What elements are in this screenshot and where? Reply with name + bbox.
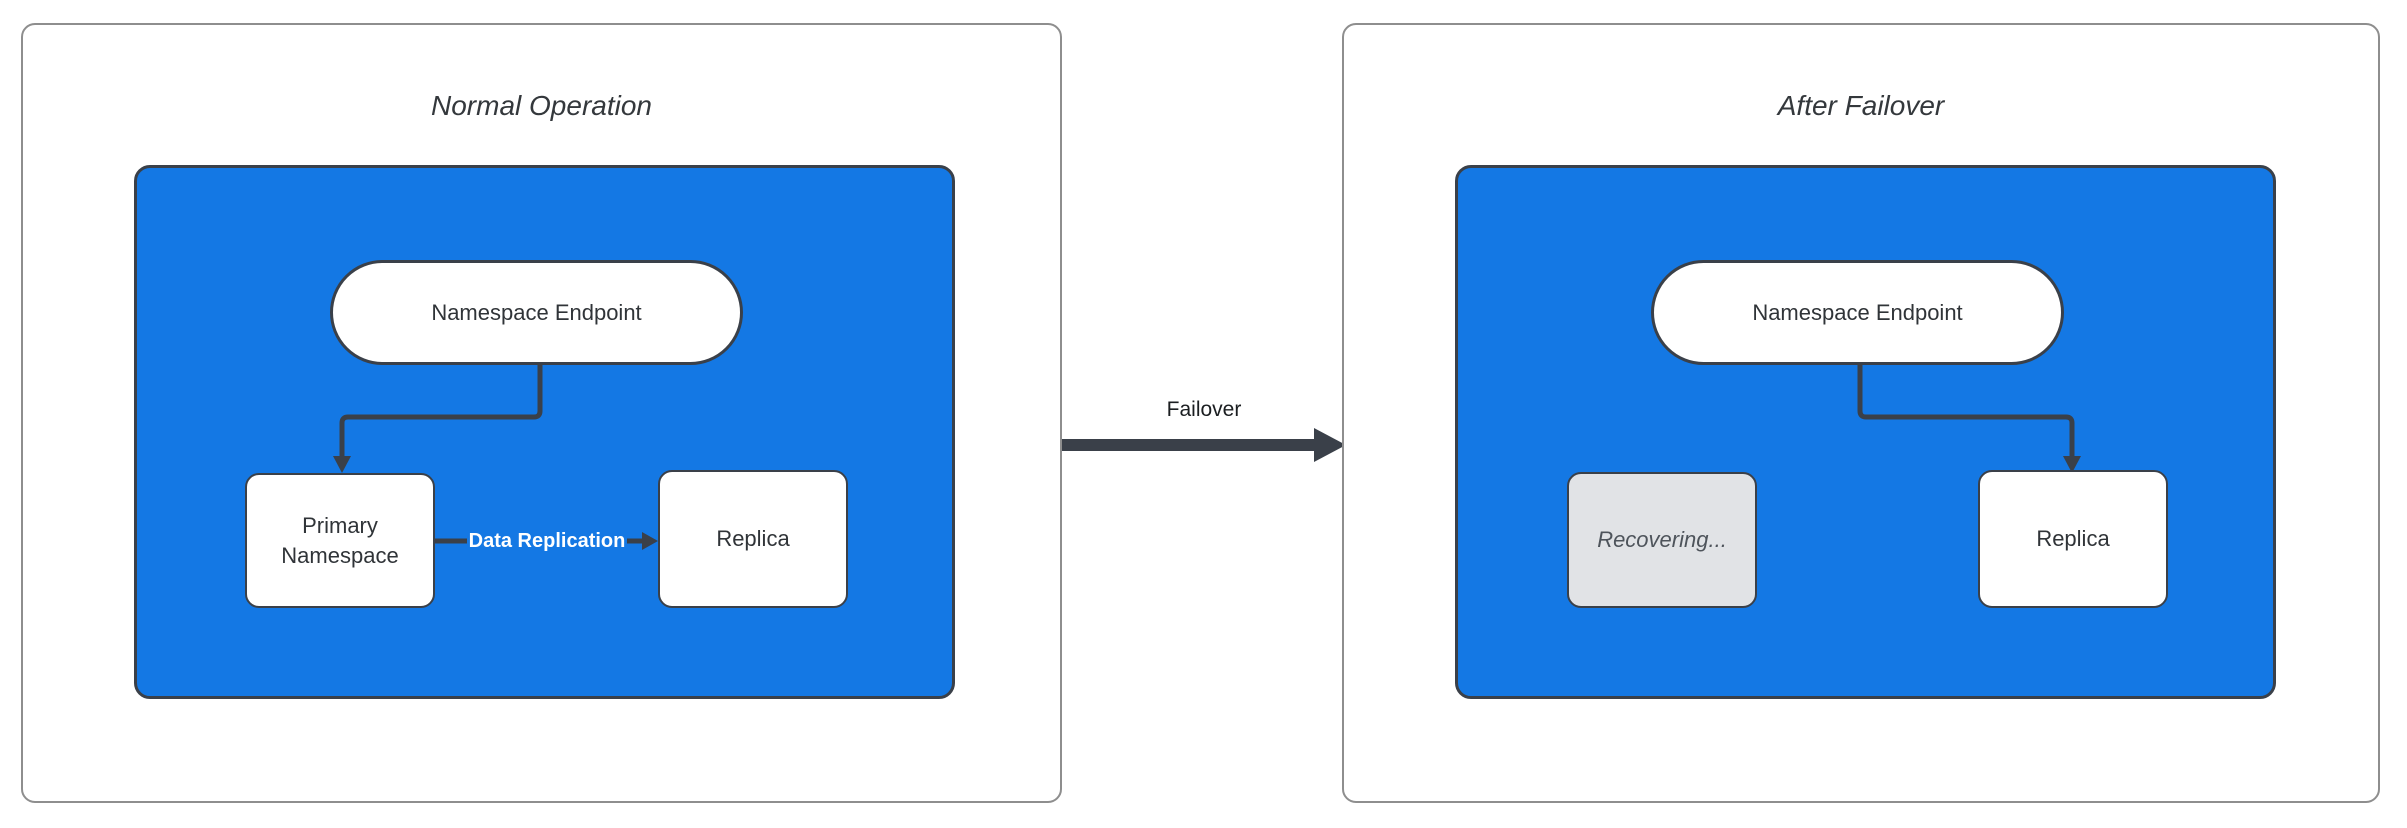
panel-title-normal-operation: Normal Operation: [431, 90, 652, 121]
endpoint-to-replica-connector: [1857, 365, 2081, 473]
connector-line: [1857, 365, 2075, 457]
panel-after-failover: After Failover Namespace Endpoint Recove…: [1342, 23, 2380, 803]
node-recovering: Recovering...: [1567, 472, 1757, 608]
node-namespace-endpoint: Namespace Endpoint: [330, 260, 743, 365]
arrowhead-right-icon: [642, 532, 658, 550]
node-label: Replica: [716, 526, 790, 551]
node-replica-failover: Replica: [1978, 470, 2168, 608]
panel-normal-operation: Normal Operation Namespace Endpoint Prim…: [21, 23, 1062, 803]
failover-transition-label: Failover: [1166, 398, 1242, 421]
node-replica-normal: Replica: [658, 470, 848, 608]
data-replication-label: Data Replication: [467, 524, 627, 558]
node-label: Namespace Endpoint: [1752, 299, 1963, 325]
namespace-container-normal: Namespace Endpoint Primary Namespace Dat…: [134, 165, 955, 699]
node-label: Replica: [2036, 526, 2110, 551]
node-label: Recovering...: [1597, 527, 1727, 552]
arrowhead-down-icon: [333, 456, 351, 473]
node-primary-namespace: Primary Namespace: [245, 473, 435, 608]
node-namespace-endpoint: Namespace Endpoint: [1651, 260, 2064, 365]
panel-title-after-failover: After Failover: [1777, 90, 1945, 121]
node-label: Primary Namespace: [281, 512, 399, 568]
connector-line: [339, 365, 543, 457]
node-label: Namespace Endpoint: [431, 299, 642, 325]
failover-arrow: [1062, 428, 1346, 462]
namespace-container-failover: Namespace Endpoint Recovering... Replica: [1455, 165, 2276, 699]
endpoint-to-primary-connector: [333, 365, 658, 550]
failover-arrow-shaft: [1062, 439, 1314, 451]
